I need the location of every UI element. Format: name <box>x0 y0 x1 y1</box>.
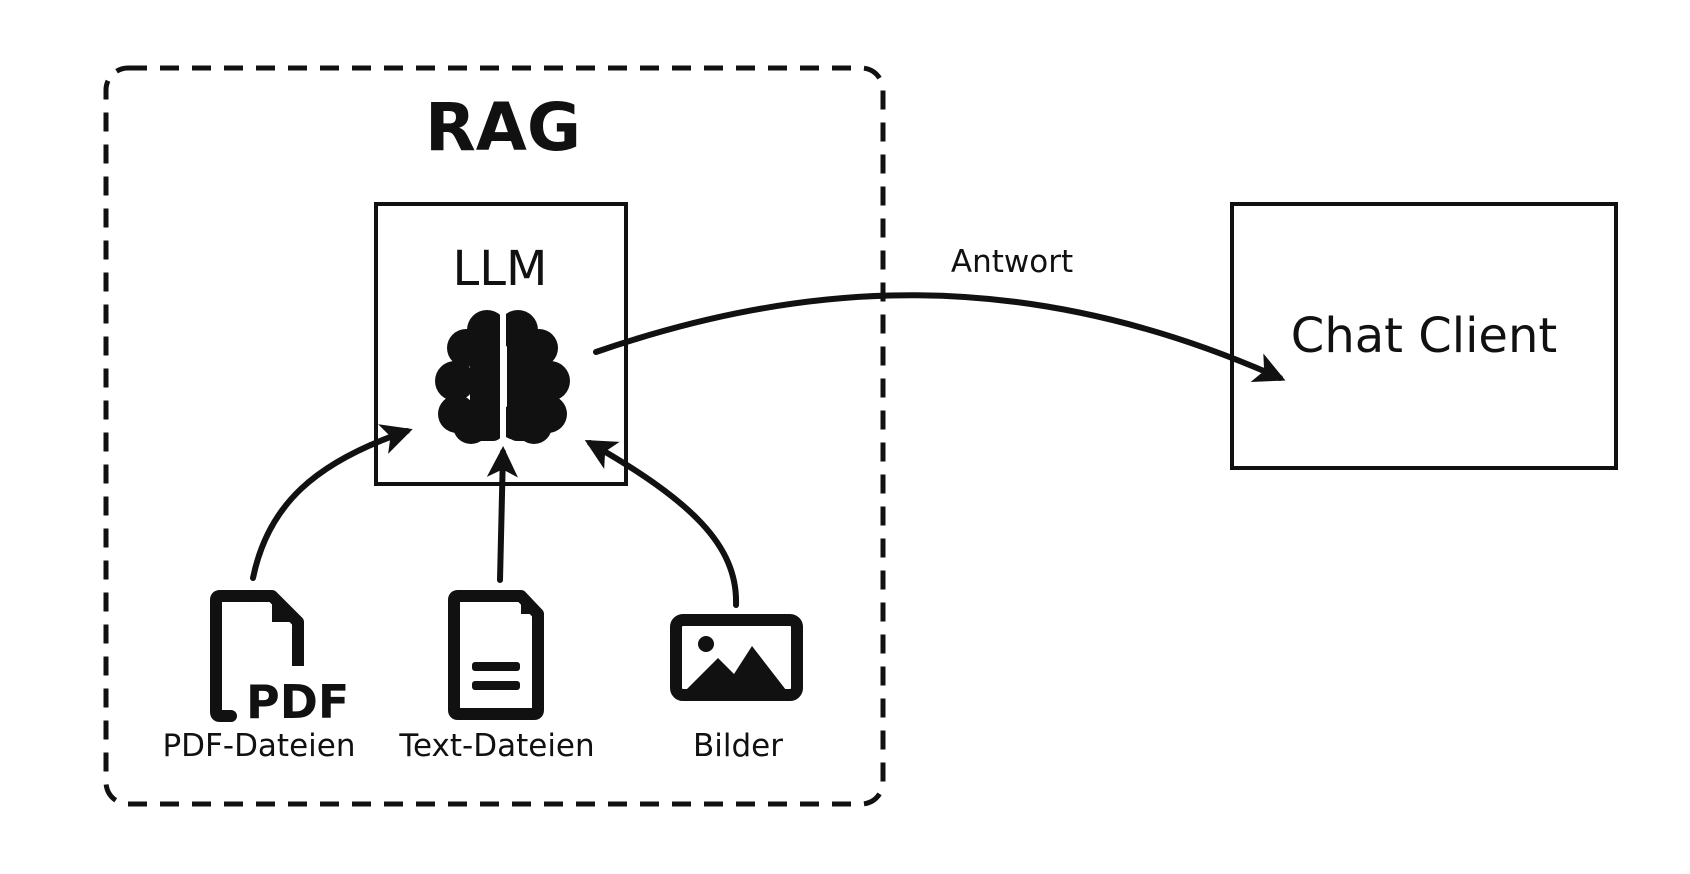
edge-llm-to-client: Antwort <box>593 244 1286 382</box>
text-to-llm-arrow <box>486 446 519 583</box>
source-images: Bilder <box>670 614 803 764</box>
source-images-label: Bilder <box>693 728 783 764</box>
image-icon <box>670 614 803 701</box>
source-text: Text-Dateien <box>398 590 595 764</box>
rag-group: RAG <box>103 65 886 807</box>
answer-label: Antwort <box>951 244 1073 280</box>
chat-client-title: Chat Client <box>1291 308 1557 364</box>
brain-icon <box>435 305 570 445</box>
rag-title: RAG <box>425 89 581 166</box>
source-pdf: PDF PDF-Dateien <box>162 590 356 764</box>
rag-group-border <box>103 65 886 807</box>
pdf-to-llm-arrow <box>250 424 413 581</box>
pdf-file-icon: PDF <box>210 590 349 729</box>
chat-client-box: Chat Client <box>1230 202 1618 470</box>
answer-arrow <box>593 292 1286 382</box>
text-file-icon <box>448 590 544 720</box>
source-text-label: Text-Dateien <box>398 728 594 764</box>
pdf-badge-text: PDF <box>246 675 349 729</box>
llm-title: LLM <box>453 241 548 297</box>
images-to-llm-arrow <box>584 440 740 608</box>
chat-client-box-border <box>1230 202 1618 470</box>
source-pdf-label: PDF-Dateien <box>162 728 355 764</box>
